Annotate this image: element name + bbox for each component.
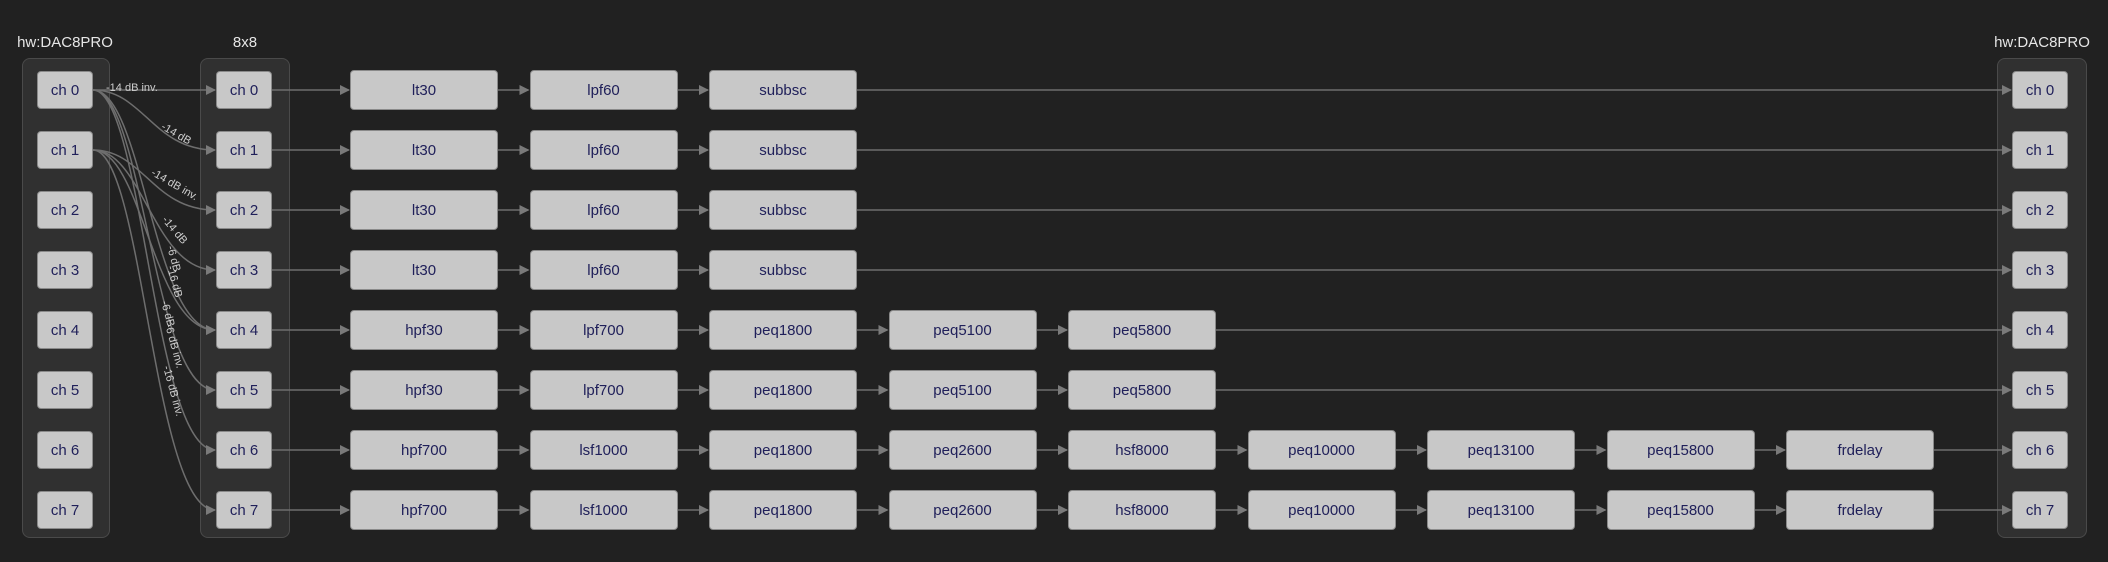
filter-block[interactable]: lpf60 (529, 190, 678, 230)
filter-block[interactable]: subbsc (709, 190, 857, 230)
mixer-edge (92, 149, 216, 215)
filter-block[interactable]: peq1800 (709, 370, 857, 410)
mixer-edge (92, 89, 216, 335)
filter-block[interactable]: lt30 (350, 70, 498, 110)
filter-block[interactable]: hpf30 (350, 370, 498, 410)
input-ch-4[interactable]: ch 4 (37, 311, 93, 349)
filter-block[interactable]: lpf60 (529, 70, 678, 110)
mixer-edge (92, 89, 216, 455)
filter-block[interactable]: peq2600 (888, 490, 1037, 530)
output-ch-2[interactable]: ch 2 (2012, 191, 2068, 229)
filter-block[interactable]: lpf60 (529, 130, 678, 170)
mixer-ch-4[interactable]: ch 4 (216, 311, 272, 349)
edge-label: -14 dB inv. (106, 82, 158, 94)
output-ch-5[interactable]: ch 5 (2012, 371, 2068, 409)
mixer-edge (92, 89, 216, 395)
output-ch-4[interactable]: ch 4 (2012, 311, 2068, 349)
output-ch-3[interactable]: ch 3 (2012, 251, 2068, 289)
filter-block[interactable]: frdelay (1786, 430, 1934, 470)
input-ch-6[interactable]: ch 6 (37, 431, 93, 469)
input-ch-1[interactable]: ch 1 (37, 131, 93, 169)
mixer-group-title: 8x8 (232, 34, 258, 51)
filter-block[interactable]: peq2600 (888, 430, 1037, 470)
input-ch-7[interactable]: ch 7 (37, 491, 93, 529)
output-group-title: hw:DAC8PRO (1994, 34, 2090, 51)
filter-block[interactable]: lpf60 (529, 250, 678, 290)
filter-block[interactable]: peq15800 (1606, 430, 1755, 470)
filter-block[interactable]: peq13100 (1427, 430, 1575, 470)
filter-block[interactable]: hpf700 (350, 490, 498, 530)
mixer-ch-1[interactable]: ch 1 (216, 131, 272, 169)
output-ch-0[interactable]: ch 0 (2012, 71, 2068, 109)
filter-block[interactable]: hpf30 (350, 310, 498, 350)
mixer-edge (92, 89, 216, 155)
filter-block[interactable]: lt30 (350, 250, 498, 290)
input-ch-2[interactable]: ch 2 (37, 191, 93, 229)
filter-block[interactable]: lt30 (350, 190, 498, 230)
filter-block[interactable]: lpf700 (529, 370, 678, 410)
output-ch-6[interactable]: ch 6 (2012, 431, 2068, 469)
mixer-ch-6[interactable]: ch 6 (216, 431, 272, 469)
input-group-title: hw:DAC8PRO (17, 34, 113, 51)
filter-block[interactable]: subbsc (709, 130, 857, 170)
mixer-ch-5[interactable]: ch 5 (216, 371, 272, 409)
filter-block[interactable]: peq1800 (709, 490, 857, 530)
filter-block[interactable]: peq5800 (1068, 370, 1216, 410)
mixer-ch-0[interactable]: ch 0 (216, 71, 272, 109)
filter-block[interactable]: peq5800 (1068, 310, 1216, 350)
output-ch-7[interactable]: ch 7 (2012, 491, 2068, 529)
filter-block[interactable]: peq15800 (1606, 490, 1755, 530)
filter-block[interactable]: peq5100 (888, 310, 1037, 350)
input-ch-5[interactable]: ch 5 (37, 371, 93, 409)
mixer-ch-3[interactable]: ch 3 (216, 251, 272, 289)
filter-block[interactable]: hpf700 (350, 430, 498, 470)
mixer-ch-7[interactable]: ch 7 (216, 491, 272, 529)
output-ch-1[interactable]: ch 1 (2012, 131, 2068, 169)
filter-block[interactable]: peq10000 (1247, 430, 1396, 470)
mixer-edge (92, 149, 216, 515)
filter-block[interactable]: subbsc (709, 250, 857, 290)
filter-block[interactable]: frdelay (1786, 490, 1934, 530)
input-ch-0[interactable]: ch 0 (37, 71, 93, 109)
filter-block[interactable]: peq10000 (1247, 490, 1396, 530)
filter-block[interactable]: hsf8000 (1068, 490, 1216, 530)
filter-block[interactable]: peq1800 (709, 430, 857, 470)
filter-block[interactable]: peq13100 (1427, 490, 1575, 530)
filter-block[interactable]: lsf1000 (529, 490, 678, 530)
input-ch-3[interactable]: ch 3 (37, 251, 93, 289)
filter-block[interactable]: subbsc (709, 70, 857, 110)
mixer-ch-2[interactable]: ch 2 (216, 191, 272, 229)
filter-block[interactable]: lpf700 (529, 310, 678, 350)
filter-block[interactable]: lsf1000 (529, 430, 678, 470)
filter-block[interactable]: peq1800 (709, 310, 857, 350)
filter-block[interactable]: lt30 (350, 130, 498, 170)
filter-block[interactable]: peq5100 (888, 370, 1037, 410)
filter-block[interactable]: hsf8000 (1068, 430, 1216, 470)
